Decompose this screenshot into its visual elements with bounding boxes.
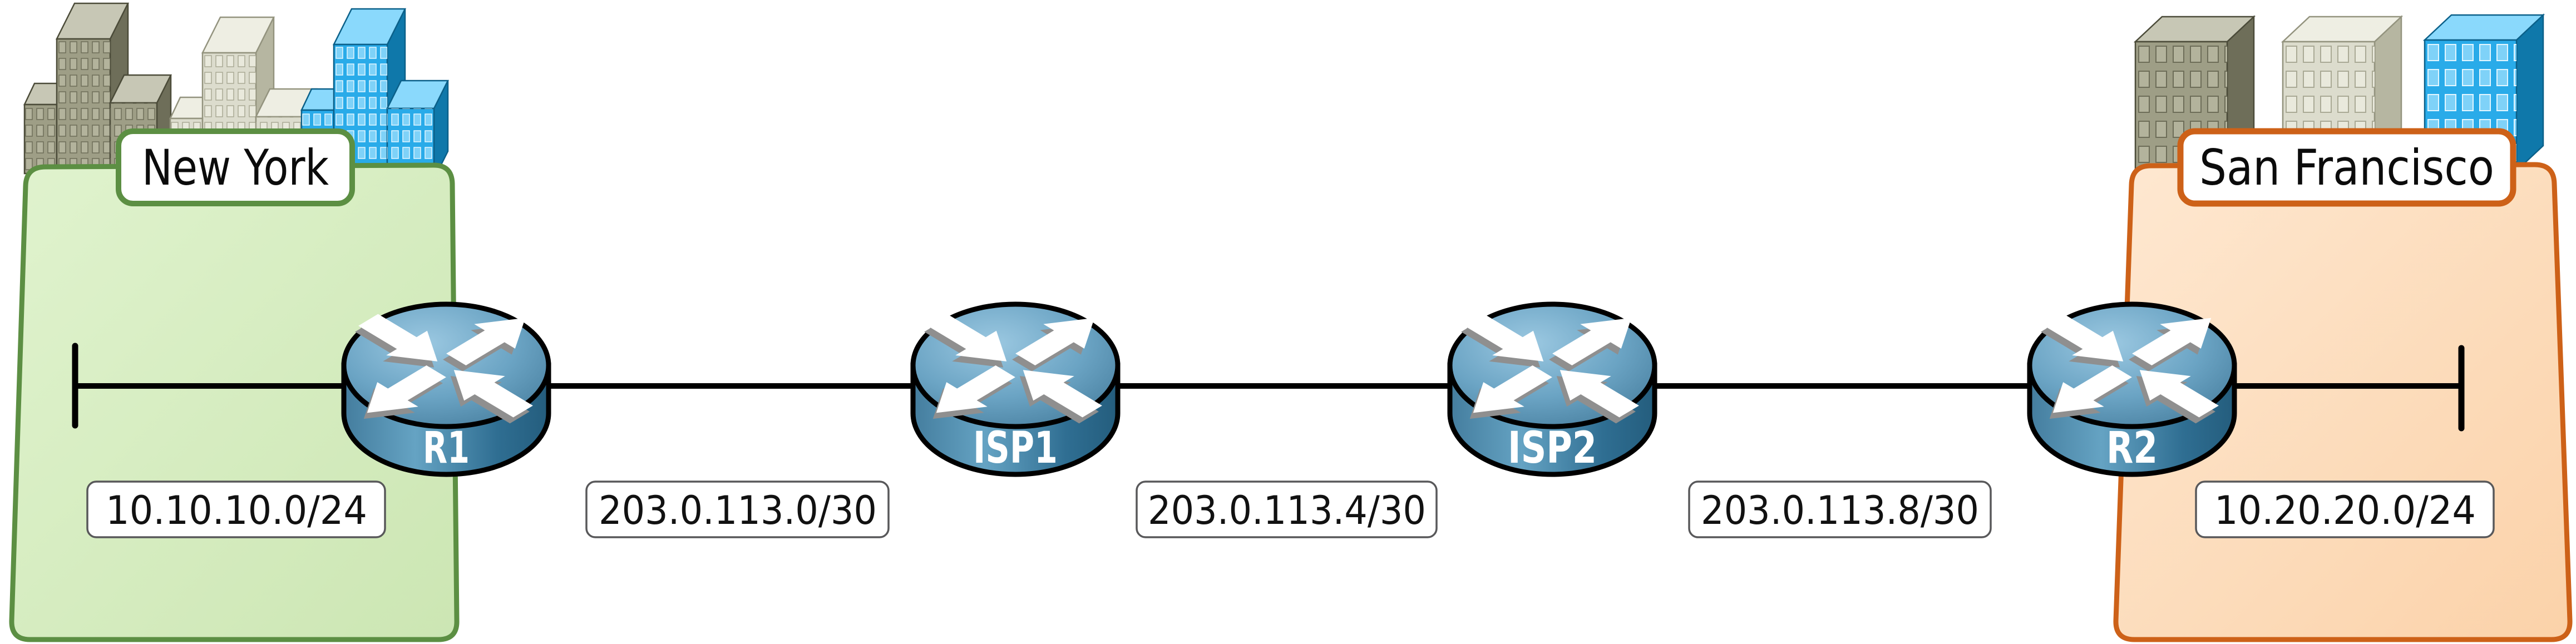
router-isp1: ISP1	[912, 304, 1118, 474]
router-isp1-label: ISP1	[973, 423, 1058, 473]
subnet-label-box	[86, 480, 386, 538]
city-label-san-francisco: San Francisco	[2177, 128, 2516, 207]
subnet-label-box	[1136, 480, 1438, 538]
router-isp2: ISP2	[1449, 304, 1655, 474]
subnet-label-lan-ny: 10.10.10.0/24	[86, 480, 386, 538]
subnet-label-box	[2195, 480, 2495, 538]
building-cluster-blue	[300, 8, 450, 180]
building-cluster-gray	[23, 2, 172, 175]
subnet-label-wan-2: 203.0.113.4/30	[1136, 480, 1438, 538]
subnet-label-wan-3: 203.0.113.8/30	[1688, 480, 1992, 538]
router-r1-label: R1	[423, 423, 470, 473]
subnet-label-box	[1688, 480, 1992, 538]
city-label-box	[116, 128, 355, 206]
city-name-new-york: New York	[142, 139, 329, 196]
subnet-text-wan-2: 203.0.113.4/30	[1148, 488, 1426, 533]
router-r1: R1	[343, 304, 549, 474]
city-label-new-york: New York	[116, 128, 355, 206]
subnet-text-wan-1: 203.0.113.0/30	[599, 488, 877, 533]
subnet-text-lan-sf: 10.20.20.0/24	[2214, 488, 2476, 533]
subnet-text-lan-ny: 10.10.10.0/24	[106, 488, 367, 533]
router-r2: R2	[2029, 304, 2234, 474]
router-r2-label: R2	[2106, 423, 2158, 473]
subnet-text-wan-3: 203.0.113.8/30	[1701, 488, 1979, 533]
city-name-san-francisco: San Francisco	[2199, 139, 2494, 196]
subnet-label-box	[585, 480, 890, 538]
router-isp2-label: ISP2	[1508, 423, 1597, 473]
city-label-box	[2177, 128, 2516, 207]
subnet-label-wan-1: 203.0.113.0/30	[585, 480, 890, 538]
subnet-label-lan-sf: 10.20.20.0/24	[2195, 480, 2495, 538]
